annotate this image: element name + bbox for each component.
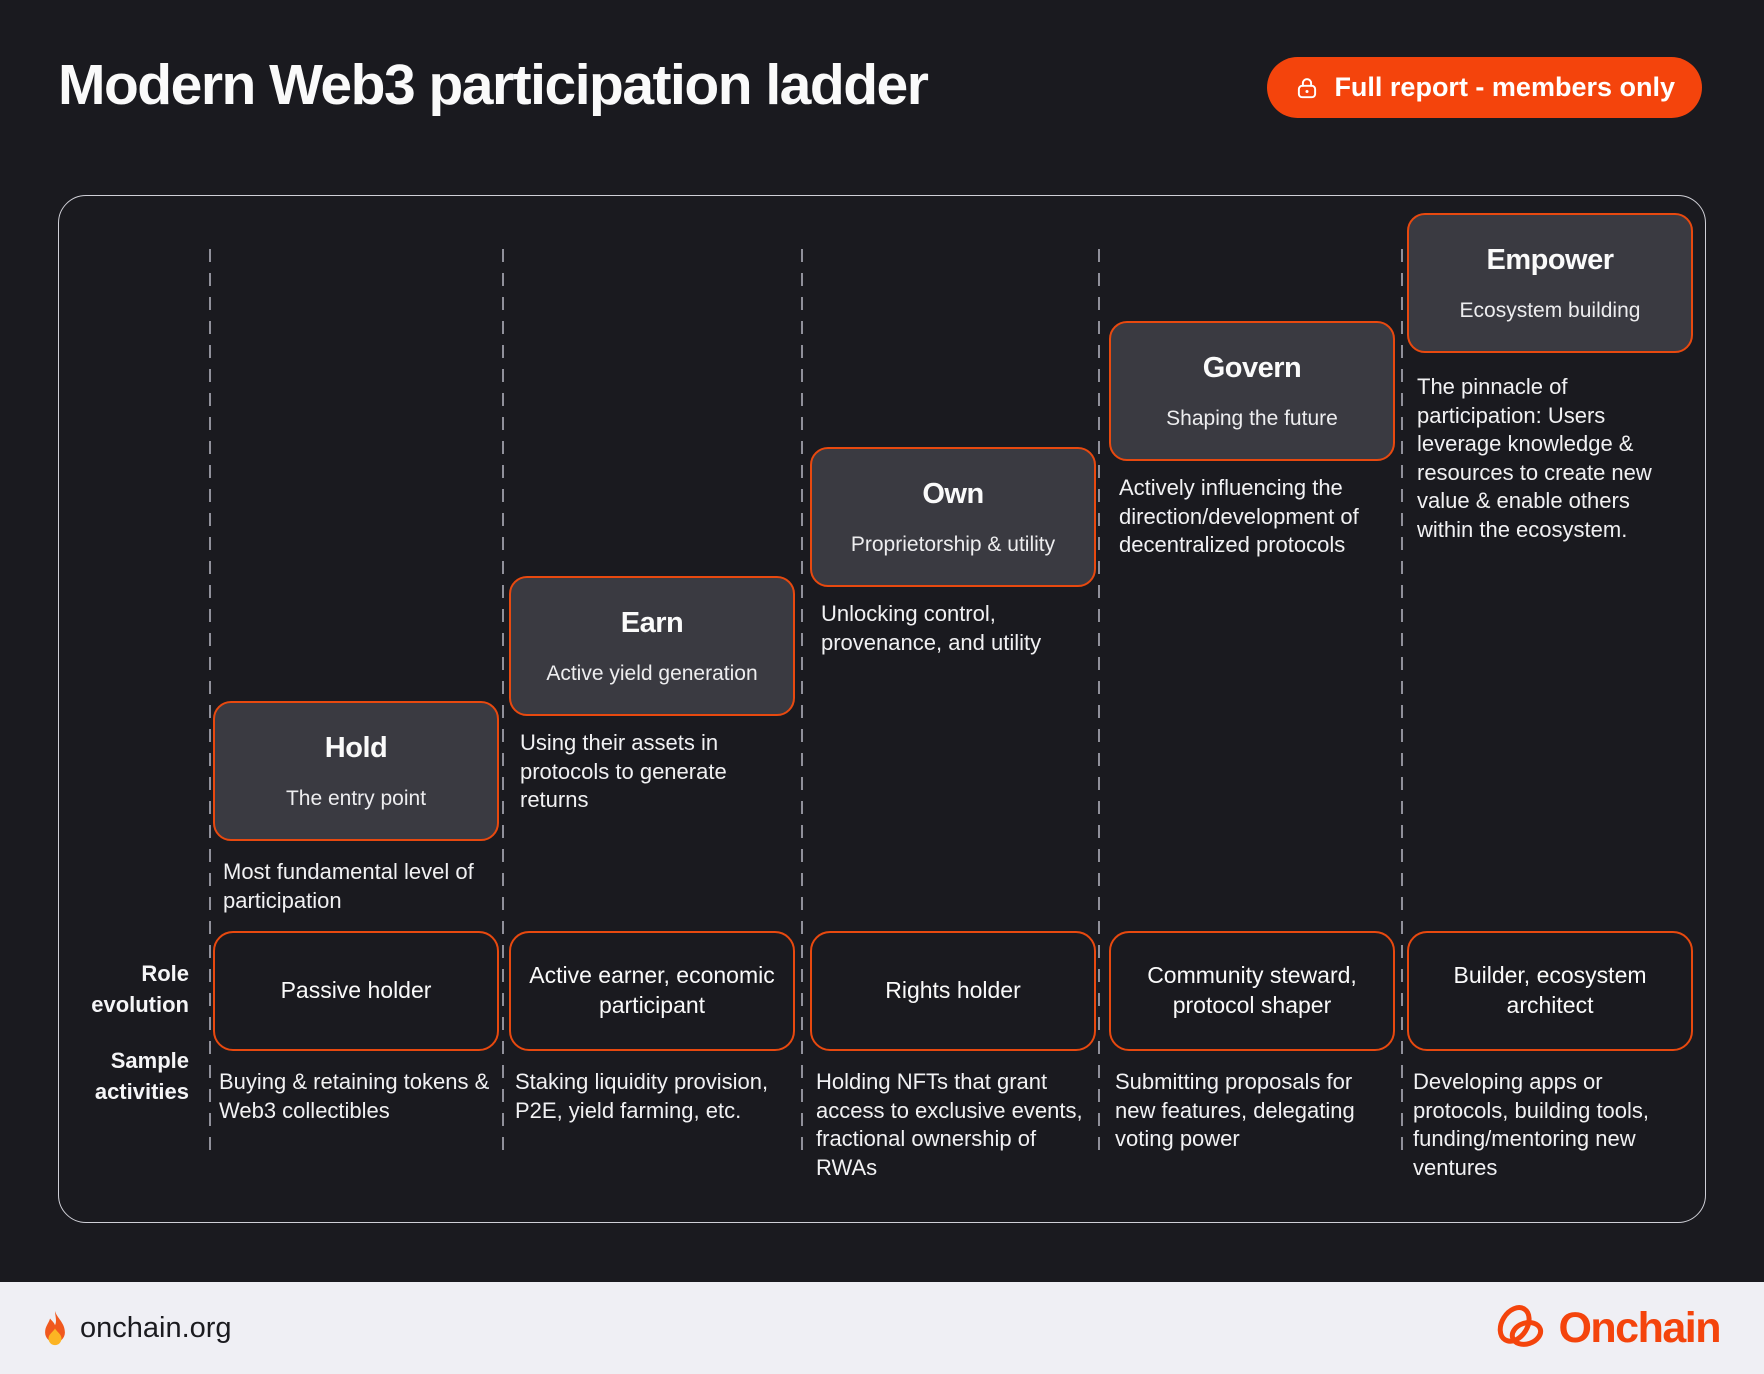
- onchain-wordmark: Onchain: [1558, 1303, 1721, 1352]
- level-subtitle: Ecosystem building: [1459, 298, 1641, 322]
- column-divider: [1098, 249, 1100, 1158]
- role-label: Passive holder: [280, 977, 432, 1004]
- role-label: Community steward, protocol shaper: [1147, 962, 1357, 1018]
- level-subtitle: Proprietorship & utility: [850, 532, 1056, 556]
- site-url: onchain.org: [80, 1311, 232, 1344]
- footer-bar: onchain.org Onchain: [0, 1282, 1764, 1374]
- level-subtitle: Active yield generation: [546, 661, 758, 685]
- column-divider: [1401, 249, 1403, 1158]
- sample-activities-govern: Submitting proposals for new features, d…: [1115, 1069, 1355, 1152]
- role-card-rights-holder: Rights holder: [810, 931, 1096, 1051]
- sample-activities-empower: Developing apps or protocols, building t…: [1413, 1069, 1650, 1180]
- role-label: Active earner, economic participant: [529, 962, 775, 1018]
- row-label-sample-activities: Sample activities: [94, 1048, 189, 1104]
- level-title: Govern: [1202, 351, 1302, 384]
- page-title: Modern Web3 participation ladder: [58, 53, 929, 117]
- level-subtitle: The entry point: [285, 786, 427, 810]
- lock-icon: [1298, 77, 1317, 98]
- ladder-board: Role evolution Sample activities Hold Th…: [58, 195, 1706, 1223]
- level-description: Most fundamental level of participation: [223, 859, 474, 913]
- column-divider: [209, 249, 211, 1158]
- column-divider: [801, 249, 803, 1158]
- onchain-logo: Onchain: [1492, 1299, 1721, 1357]
- level-title: Empower: [1486, 243, 1614, 276]
- level-card-govern: Govern Shaping the future: [1109, 321, 1395, 461]
- level-card-own: Own Proprietorship & utility: [810, 447, 1096, 587]
- sample-activities-earn: Staking liquidity provision, P2E, yield …: [515, 1069, 769, 1123]
- role-card-passive-holder: Passive holder: [213, 931, 499, 1051]
- level-title: Own: [922, 477, 984, 510]
- sample-activities-own: Holding NFTs that grant access to exclus…: [816, 1069, 1083, 1180]
- flame-icon: [45, 1310, 65, 1346]
- role-label: Builder, ecosystem architect: [1453, 962, 1647, 1018]
- level-title: Hold: [324, 731, 388, 764]
- level-description: Actively influencing the direction/devel…: [1119, 475, 1359, 558]
- level-description: Using their assets in protocols to gener…: [520, 730, 727, 813]
- sample-activities-hold: Buying & retaining tokens & Web3 collect…: [219, 1069, 490, 1123]
- role-card-builder-architect: Builder, ecosystem architect: [1407, 931, 1693, 1051]
- full-report-label: Full report - members only: [1334, 72, 1675, 102]
- row-label-role-evolution: Role evolution: [91, 961, 189, 1017]
- level-subtitle: Shaping the future: [1166, 406, 1338, 430]
- level-title: Earn: [620, 606, 684, 639]
- level-card-empower: Empower Ecosystem building: [1407, 213, 1693, 353]
- level-description: The pinnacle of participation: Users lev…: [1417, 374, 1652, 542]
- role-label: Rights holder: [885, 977, 1021, 1004]
- level-card-earn: Earn Active yield generation: [509, 576, 795, 716]
- role-card-active-earner: Active earner, economic participant: [509, 931, 795, 1051]
- role-card-community-steward: Community steward, protocol shaper: [1109, 931, 1395, 1051]
- onchain-knot-icon: [1498, 1305, 1544, 1347]
- level-card-hold: Hold The entry point: [213, 701, 499, 841]
- level-description: Unlocking control, provenance, and utili…: [821, 601, 1042, 655]
- column-divider: [502, 249, 504, 1158]
- full-report-button[interactable]: Full report - members only: [1267, 57, 1702, 118]
- footer-site: onchain.org: [40, 1310, 232, 1346]
